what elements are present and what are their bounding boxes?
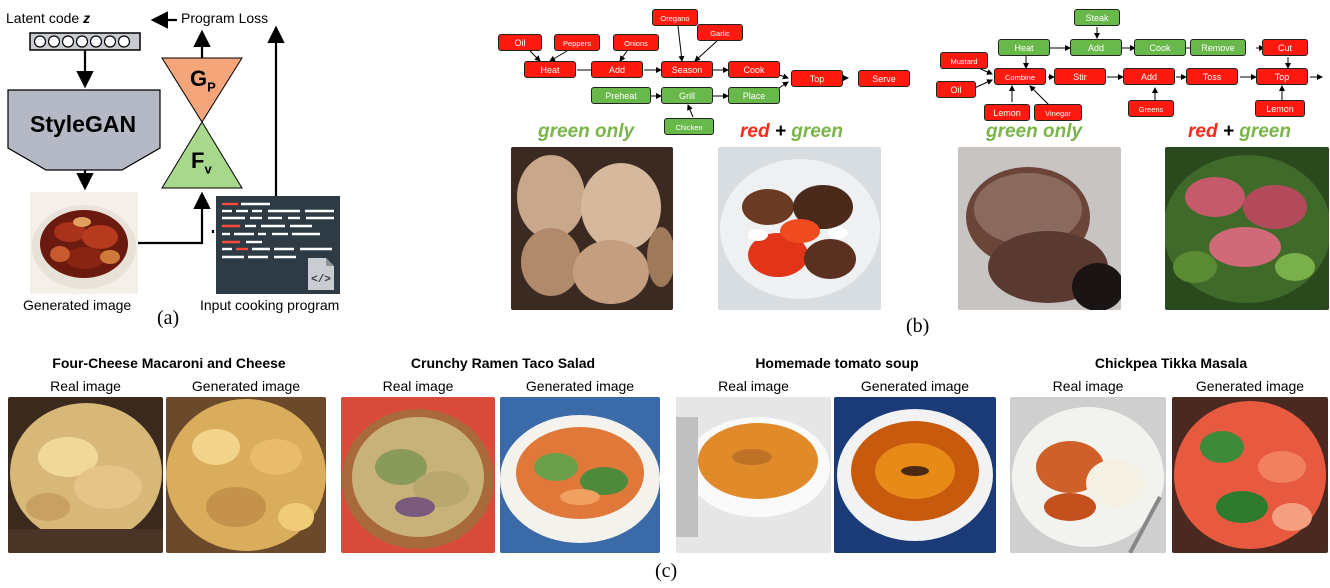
g2-node-remove: Remove [1190, 39, 1246, 56]
g1-node-peppers: Peppers [554, 34, 600, 51]
g2-node-cut: Cut [1262, 39, 1308, 56]
generated-image-label-2: Generated image [525, 378, 635, 394]
real-image-label-1: Real image [50, 378, 121, 394]
g1-node-oil: Oil [498, 34, 542, 51]
g1-node-chicken: Chicken [664, 118, 714, 135]
g2-node-vinegar: Vinegar [1034, 104, 1082, 121]
g1-node-serve: Serve [858, 70, 910, 87]
image-b2-grilled-peppers [718, 147, 881, 310]
label-green-only-1: green only [538, 121, 635, 142]
stylegan-block [7, 89, 161, 171]
g2-node-greens: Greens [1128, 100, 1174, 117]
dish-title-1: Four-Cheese Macaroni and Cheese [52, 355, 286, 371]
g2-node-steak: Steak [1074, 9, 1120, 26]
dish-title-3: Homemade tomato soup [755, 355, 919, 371]
g1-node-season: Season [661, 61, 713, 78]
generated-image-ramen-salad [500, 397, 660, 553]
g1-node-garlic: Garlic [697, 24, 743, 41]
code-lines [222, 202, 334, 259]
generated-image-a [30, 192, 138, 294]
generated-image-label-4: Generated image [1195, 378, 1305, 394]
generated-image-label-1: Generated image [191, 378, 301, 394]
g1-node-grill: Grill [661, 87, 713, 104]
g1-node-onions: Onions [613, 34, 659, 51]
program-loss-label: Program Loss [181, 10, 269, 26]
label-green-only-2: green only [986, 121, 1083, 142]
input-program-label: Input cooking program [200, 297, 340, 313]
g2-node-combine: Combine [994, 68, 1046, 85]
g1-node-preheat: Preheat [591, 87, 651, 104]
g1-node-place: Place [728, 87, 780, 104]
g2-node-add: Add [1070, 39, 1122, 56]
generated-image-macaroni [166, 397, 326, 553]
g2-node-heat: Heat [998, 39, 1050, 56]
fv-label: Fv [191, 148, 212, 177]
generated-image-chickpea-tikka [1172, 397, 1328, 553]
g2-node-add-2: Add [1123, 68, 1175, 85]
g2-node-toss: Toss [1186, 68, 1238, 85]
g1-node-add: Add [591, 61, 643, 78]
arrow-image-to-fv [138, 191, 211, 245]
generated-image-tomato-soup [834, 397, 996, 553]
g2-node-top: Top [1256, 68, 1308, 85]
real-image-label-2: Real image [382, 378, 454, 394]
real-image-label-4: Real image [1052, 378, 1124, 394]
recipe-graph-1-edges [529, 25, 849, 118]
recipe-graph-2-edges [969, 27, 1323, 107]
g2-node-stir: Stir [1054, 68, 1106, 85]
real-image-ramen-salad [341, 397, 495, 553]
real-image-tomato-soup [676, 397, 831, 553]
real-image-chickpea-tikka [1010, 397, 1166, 553]
real-image-macaroni [8, 397, 163, 553]
g2-node-mustard: Mustard [940, 52, 988, 69]
caption-c: (c) [655, 560, 678, 582]
generated-image-label: Generated image [23, 297, 132, 313]
dish-title-4: Chickpea Tikka Masala [1094, 355, 1248, 371]
g1-node-cook: Cook [728, 61, 780, 78]
g1-node-heat: Heat [524, 61, 576, 78]
image-b1-grilled-chicken [511, 147, 673, 310]
stylegan-label: StyleGAN [30, 111, 137, 137]
generated-image-label-3: Generated image [860, 378, 970, 394]
real-image-label-3: Real image [718, 378, 789, 394]
g2-node-oil: Oil [936, 81, 976, 98]
image-b3-steak [958, 147, 1121, 310]
image-b4-steak-salad [1165, 147, 1329, 310]
latent-code-circles [33, 35, 131, 48]
caption-b: (b) [906, 315, 930, 337]
g1-node-oregano: Oregano [652, 9, 698, 26]
label-red-plus-green-1: red + green [740, 121, 843, 142]
code-file-icon: </> [308, 258, 334, 290]
fv-block [161, 121, 243, 189]
label-red-plus-green-2: red + green [1188, 121, 1291, 142]
svg-text:</>: </> [311, 274, 331, 286]
g2-node-cook: Cook [1134, 39, 1186, 56]
g2-node-lemon-2: Lemon [1255, 100, 1305, 117]
gp-label: GP [190, 66, 216, 95]
dish-title-2: Crunchy Ramen Taco Salad [410, 355, 596, 371]
panel-a-diagram: </> [7, 11, 340, 294]
g2-node-lemon: Lemon [984, 104, 1030, 121]
latent-code-label: Latent code z [6, 10, 91, 26]
caption-a: (a) [157, 307, 180, 329]
g1-node-top: Top [791, 70, 843, 87]
